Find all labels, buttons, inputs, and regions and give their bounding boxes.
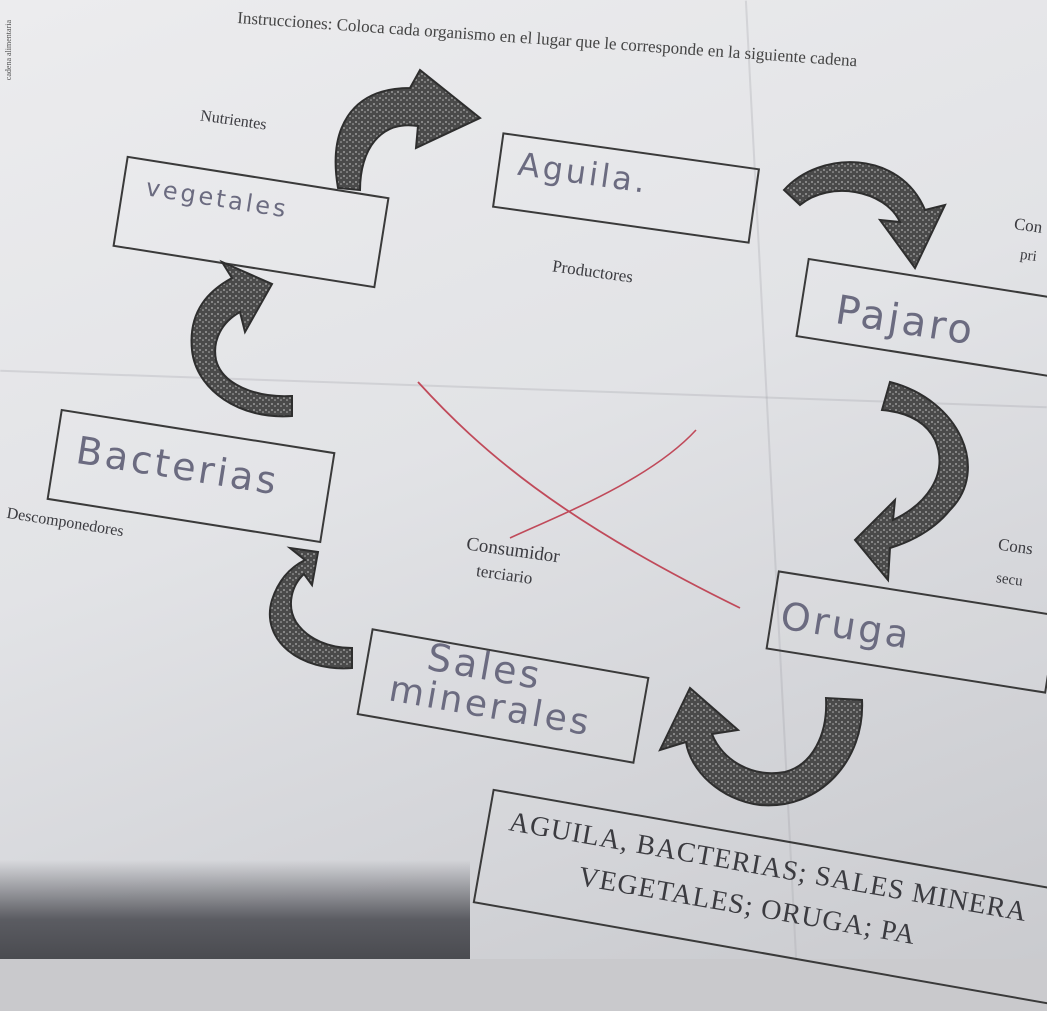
red-pen-line: [417, 381, 741, 609]
arrow-sales-to-bacterias: [269, 546, 353, 670]
shadow-overlay: [0, 860, 470, 959]
arrow-nutrientes-to-aguila: [334, 68, 482, 192]
arrow-bacterias-to-vegetales: [190, 259, 293, 418]
red-pen-line: [509, 429, 697, 539]
arrow-aguila-to-pajaro: [782, 161, 947, 270]
arrow-oruga-to-sales: [658, 686, 864, 807]
diagram-arrows: [190, 68, 969, 807]
arrow-pajaro-to-oruga: [853, 380, 969, 583]
